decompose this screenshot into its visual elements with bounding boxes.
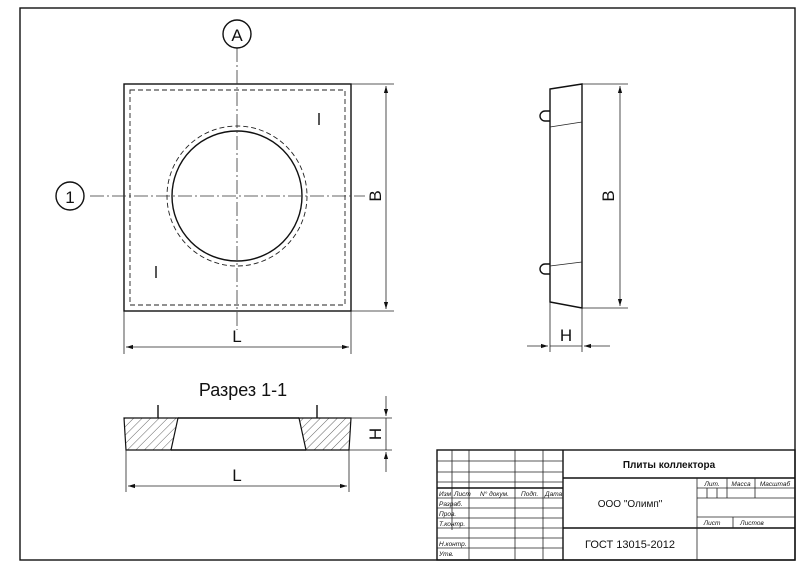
dimension-height-side-label: H [560,326,572,345]
dimension-width-label: B [366,190,385,201]
dimension-height-section-label: H [366,428,385,440]
standard-name: ГОСТ 13015-2012 [585,539,675,551]
lifting-loop-top [539,110,550,122]
col-header: Подп. [521,490,538,498]
company-name: ООО "Олимп" [598,499,663,510]
stage-label: Лит. [703,481,719,488]
hidden-line [549,261,583,267]
side-view: B H [527,83,628,352]
section-left-hatch [123,417,179,451]
section-marker-1 [55,181,85,211]
dimension-length-label: L [232,327,241,346]
row-label: Н.контр. [439,541,467,548]
section-right-hatch [298,417,352,451]
plan-view: A 1 L B [55,19,394,354]
sheet-label: Лист [703,520,721,527]
row-label: Разраб. [439,500,463,508]
sheet-frame [19,7,796,561]
scale-label: Масштаб [760,480,791,488]
col-header: Лист [453,491,471,498]
section-view: Разрез 1-1 L H [123,380,392,492]
plate-hidden-edge [129,89,346,306]
row-label: Пров. [439,511,456,518]
row-label: Утв. [438,551,454,558]
col-header: Дата [544,491,563,498]
section-title: Разрез 1-1 [199,380,287,400]
hidden-line [549,121,583,128]
title-block-frame [436,449,796,561]
section-marker-a-label: A [231,26,243,45]
dimension-length-section-label: L [232,466,241,485]
row-label: Т.контр. [439,521,465,528]
plate-side-outline [549,83,583,309]
sheets-label: Листов [739,520,764,527]
mass-label: Масса [731,481,751,488]
lifting-loop-bottom [539,263,550,275]
section-marker-1-label: 1 [65,188,74,207]
section-marker-a [222,19,252,49]
title-block: Изм Лист N° докум. Подп. Дата Разраб. Пр… [436,449,796,561]
product-name: Плиты коллектора [623,460,716,471]
dimension-width-side-label: B [599,190,618,201]
col-header: Изм [439,491,452,498]
col-header: N° докум. [480,490,509,498]
plate-outline [123,83,352,312]
